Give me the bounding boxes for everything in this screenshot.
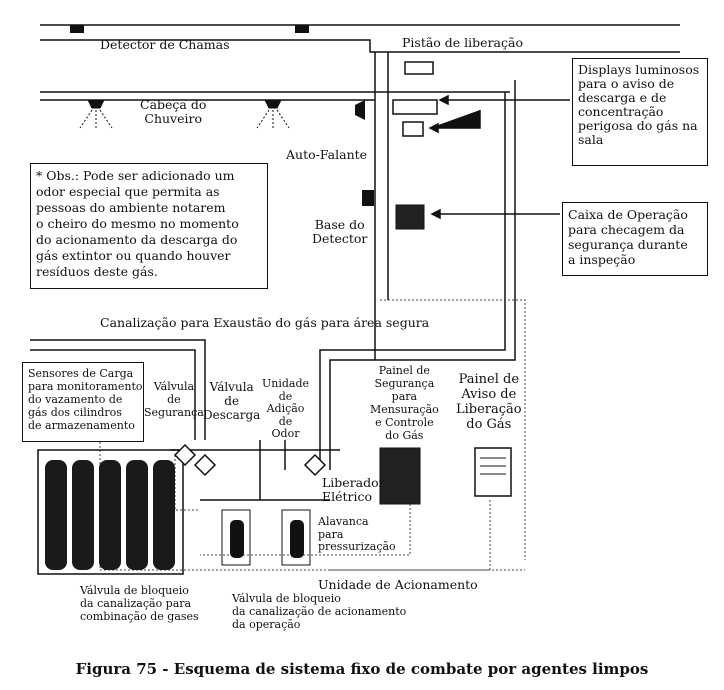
safety-panel [379,447,421,505]
act-cylinder-2 [290,520,304,558]
sprinkler-head-label: Cabeça do Chuveiro [140,97,207,126]
sprinkler-2 [264,99,282,109]
exhaust-pipe-inner [30,349,196,440]
main-pipe [319,92,506,470]
release-piston [404,61,434,75]
wire-c [99,430,525,571]
loudspeaker-label: Auto-Falante [286,147,368,162]
ceiling-line-lower [40,39,680,53]
operation-box [395,204,425,230]
safety-panel-label: Painel de Segurança para Mensuração e Co… [370,364,439,442]
blocking-valve-act-label: Válvula de bloqueio da canalização de ac… [232,592,407,631]
release-piston-label: Pistão de liberação [402,35,523,50]
obs-note: * Obs.: Pode ser adicionado um odor espe… [30,163,268,289]
safety-valve-label: Válvula de Segurança [144,380,204,419]
act-cylinder-1 [230,520,244,558]
figure-caption: Figura 75 - Esquema de sistema fixo de c… [75,660,649,678]
detector-base-label: Base do Detector [312,217,368,246]
odor-unit-label: Unidade de Adição de Odor [262,377,310,440]
actuation-unit-label: Unidade de Acionamento [318,577,478,592]
discharge-valve [193,453,217,477]
cylinders [45,460,175,570]
flame-detector-1 [70,25,84,33]
flame-detector-2 [295,25,309,33]
release-panel [474,447,512,497]
safety-valve [173,443,197,467]
exhaust-pipe [30,339,206,440]
display-1 [392,99,438,115]
display-2 [402,121,424,137]
pressurizing-lever-label: Alavanca para pressurização [318,515,396,553]
loudspeaker-icon [355,100,365,120]
flame-detector-label: Detector de Chamas [100,37,230,52]
discharge-valve-label: Válvula de Descarga [203,380,261,422]
wire-panel [380,299,526,560]
exhaust-pipe-label: Canalização para Exaustão do gás para ár… [100,315,430,330]
detector-base [362,190,374,206]
sprinkler-1 [87,99,105,109]
displays-note: Displays luminosos para o aviso de desca… [572,58,708,166]
main-pipe-inner [329,80,516,470]
odor-valve [303,453,327,477]
cylinder-rack [37,449,184,575]
operation-box-note: Caixa de Operação para checagem da segur… [562,202,708,276]
blocking-valve-mix-label: Válvula de bloqueio da canalização para … [80,584,199,623]
release-panel-label: Painel de Aviso de Liberação do Gás [456,372,522,432]
electric-releaser-label: Liberador Elétrico [322,475,385,504]
load-sensors-note: Sensores de Carga para monitoramento do … [22,362,144,442]
